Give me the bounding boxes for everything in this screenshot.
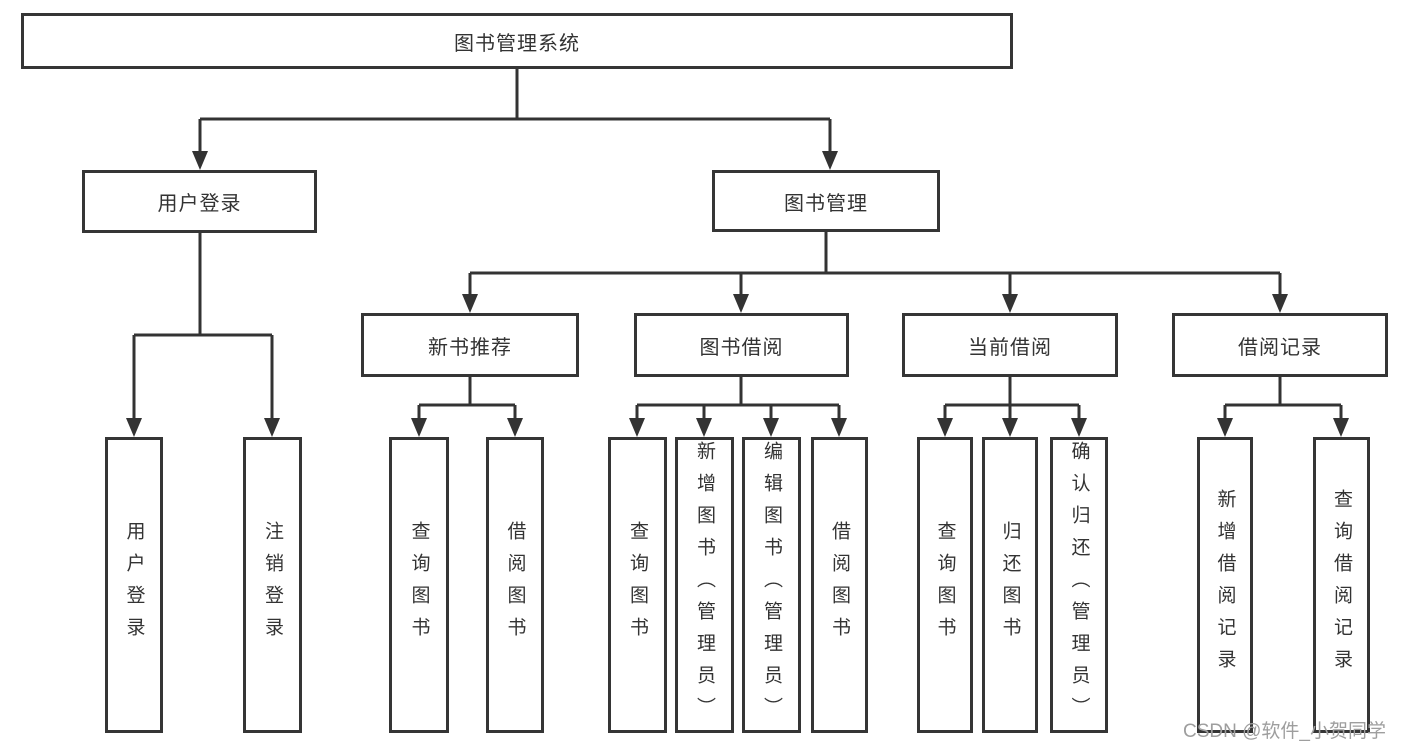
node-current-borrowing: 当前借阅: [902, 313, 1118, 377]
leaf-cur-confirm-return-admin: 确认归还（管理员）: [1050, 437, 1108, 733]
leaf-bor-edit-book-admin: 编辑图书（管理员）: [742, 437, 801, 733]
leaf-bor-query-book: 查询图书: [608, 437, 667, 733]
leaf-bor-borrow-book: 借阅图书: [811, 437, 868, 733]
leaf-logout: 注销登录: [243, 437, 302, 733]
leaf-cur-return-book: 归还图书: [982, 437, 1038, 733]
leaf-rec-query-book: 查询图书: [389, 437, 449, 733]
leaf-recd-add-record: 新增借阅记录: [1197, 437, 1253, 733]
node-user-login: 用户登录: [82, 170, 317, 233]
leaf-recd-query-record: 查询借阅记录: [1313, 437, 1370, 733]
node-root-library-system: 图书管理系统: [21, 13, 1013, 69]
csdn-watermark: CSDN @软件_小贺同学: [1183, 721, 1386, 742]
node-new-book-recommendation: 新书推荐: [361, 313, 579, 377]
leaf-bor-add-book-admin: 新增图书（管理员）: [675, 437, 734, 733]
leaf-rec-borrow-book: 借阅图书: [486, 437, 544, 733]
node-borrowing-records: 借阅记录: [1172, 313, 1388, 377]
node-book-management: 图书管理: [712, 170, 940, 232]
node-book-borrowing: 图书借阅: [634, 313, 849, 377]
leaf-cur-query-book: 查询图书: [917, 437, 973, 733]
leaf-user-login: 用户登录: [105, 437, 163, 733]
